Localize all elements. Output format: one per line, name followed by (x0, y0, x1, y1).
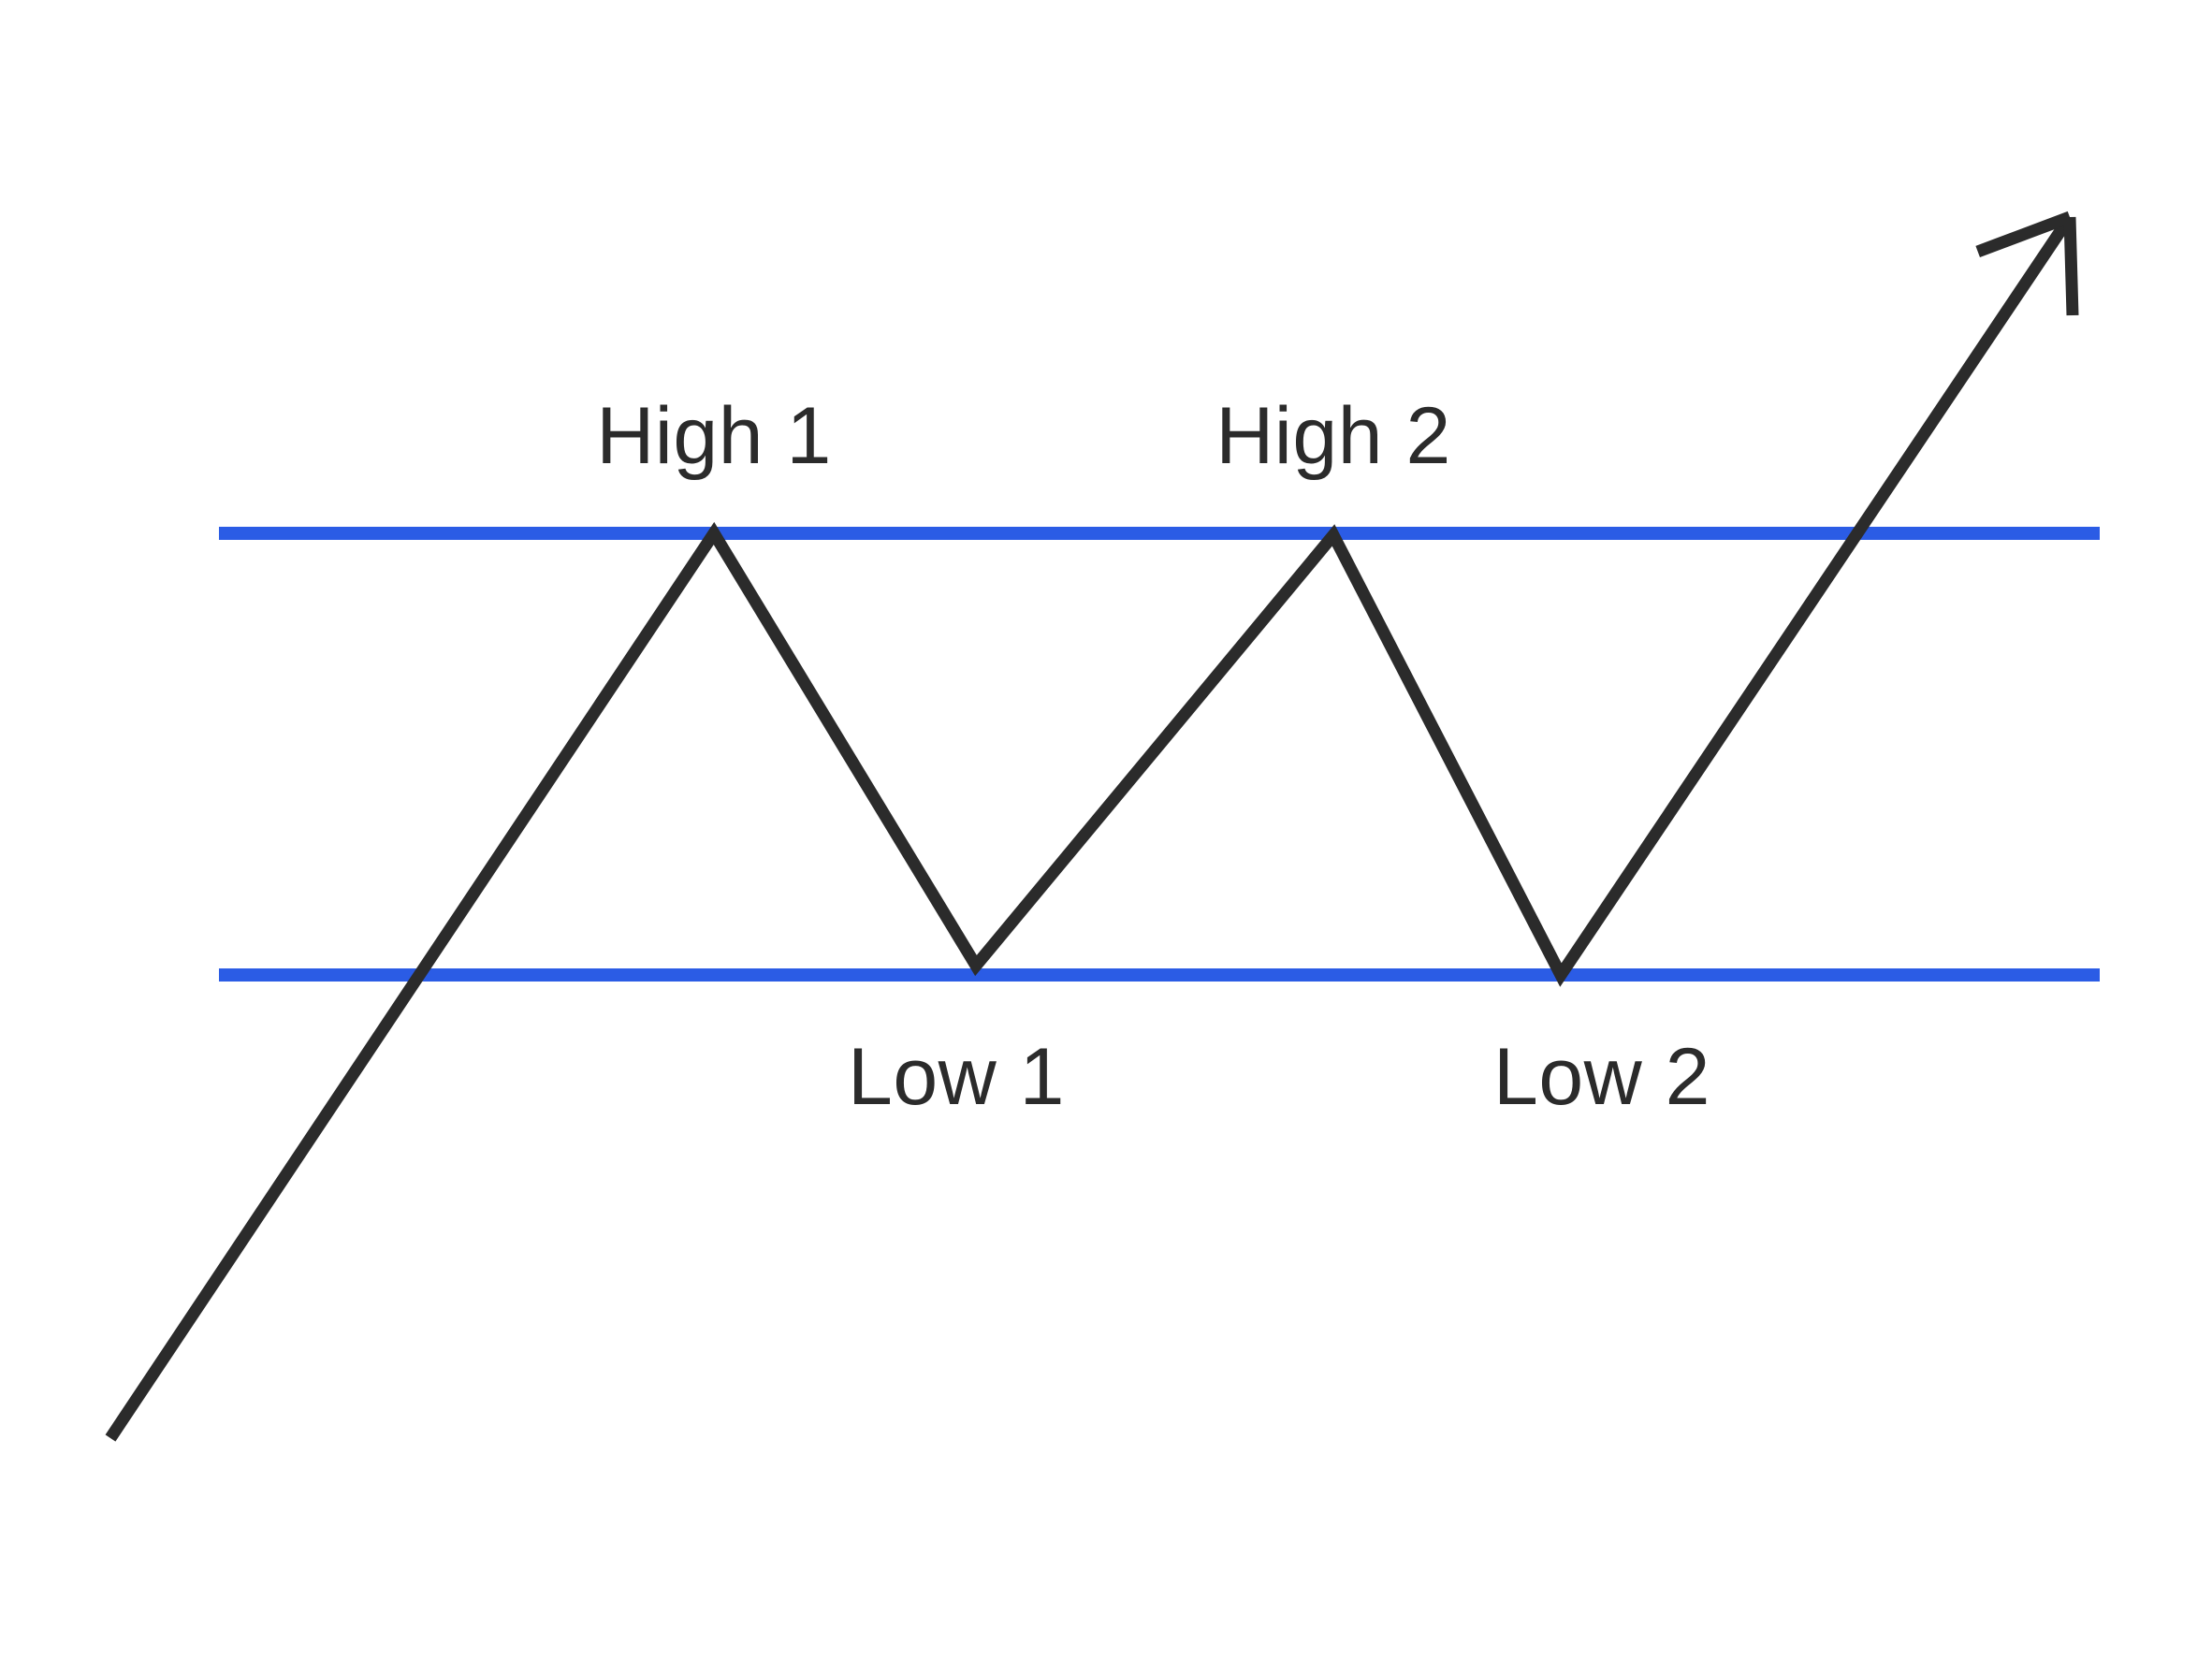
label-high-1: High 1 (596, 391, 832, 481)
price-path-line (105, 213, 2075, 1442)
label-low-2: Low 2 (1493, 1032, 1710, 1122)
label-high-2: High 2 (1215, 391, 1451, 481)
label-low-1: Low 1 (848, 1032, 1065, 1122)
breakout-arrow-icon (1975, 211, 2079, 316)
